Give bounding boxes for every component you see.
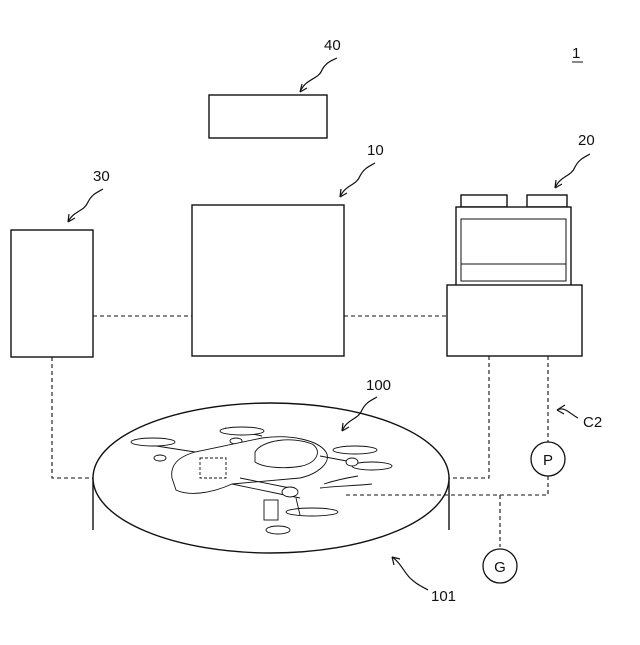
drone-motor-front-right: [346, 458, 358, 466]
server-label: 10: [367, 142, 384, 159]
drone-gear-housing: [264, 500, 278, 520]
server-leader: [340, 163, 375, 197]
station-label: 20: [578, 132, 595, 149]
display-box: [209, 95, 327, 138]
terminal-box: [11, 230, 93, 357]
link-station-pad: [449, 356, 489, 478]
drone-rotor-front-lower: [286, 508, 338, 516]
station-base: [447, 285, 582, 356]
display-label: 40: [324, 37, 341, 54]
server-leader-arrowhead: [340, 189, 347, 197]
display-leader: [300, 58, 337, 92]
terminal-leader: [68, 189, 103, 222]
system-label: 1: [572, 45, 580, 62]
drone-rotor-rear-left: [131, 438, 175, 446]
pad-label: 101: [431, 588, 456, 605]
drone-label: 100: [366, 377, 391, 394]
server-box: [192, 205, 344, 356]
pad-leader: [392, 557, 428, 590]
generator-letter: G: [494, 559, 506, 576]
pump-letter: P: [543, 452, 553, 469]
station-top-left-cap: [461, 195, 507, 207]
terminal-label: 30: [93, 168, 110, 185]
station-leader: [555, 154, 590, 188]
station-leader-arrowhead: [555, 180, 562, 188]
path-c2-label: C2: [583, 414, 602, 431]
drone-rotor-rear-upper: [220, 427, 264, 435]
link-terminal-pad: [52, 357, 93, 478]
station-top-right-cap: [527, 195, 567, 207]
drone-motor-front-lower: [282, 487, 298, 497]
drone-canopy: [255, 440, 317, 468]
drone-motor-rear-left: [154, 455, 166, 461]
drone-rotor-front-right: [333, 446, 377, 454]
station-unit: [447, 195, 582, 356]
path-c2-leader: [557, 409, 578, 418]
drone-rotor-bottom: [266, 526, 290, 534]
